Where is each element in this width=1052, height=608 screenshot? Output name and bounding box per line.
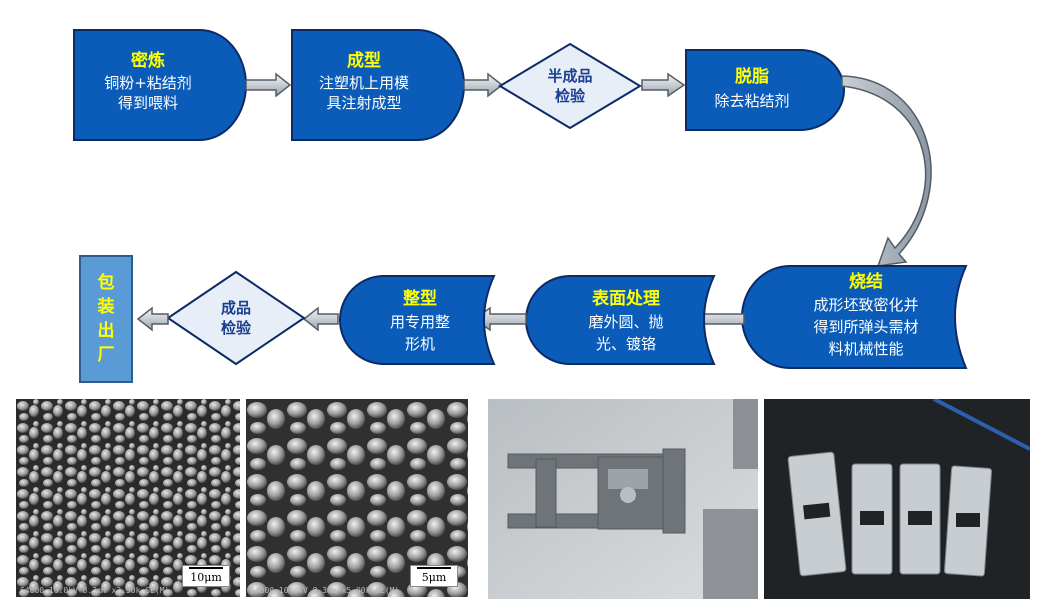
node-inspect1-line2: 检验 bbox=[555, 87, 586, 105]
node-inspect2-line2: 检验 bbox=[221, 319, 252, 337]
node-milling-line2: 得到喂料 bbox=[118, 94, 178, 112]
node-sintering-line2: 得到所弹头需材 bbox=[813, 318, 918, 336]
node-shipping-char3: 出 bbox=[98, 320, 115, 341]
node-shipping-shape bbox=[79, 255, 133, 383]
node-milling-title: 密炼 bbox=[131, 50, 165, 71]
node-inspect1-line1: 半成品 bbox=[547, 67, 592, 85]
sem-image-low-mag: 10μm S4800 10.0kV 8.3mm x2.50k SE(M) bbox=[16, 399, 240, 597]
node-sintering-title: 烧结 bbox=[849, 271, 883, 292]
node-shipping-char2: 装 bbox=[97, 296, 115, 317]
node-surface-shape bbox=[525, 275, 716, 365]
node-shipping-char1: 包 bbox=[98, 272, 115, 293]
node-milling-line1: 铜粉+粘结剂 bbox=[104, 74, 192, 92]
node-molding-line1: 注塑机上用模 bbox=[319, 74, 409, 92]
node-molding-title: 成型 bbox=[347, 50, 381, 71]
node-surface-line2: 光、镀铬 bbox=[596, 335, 656, 353]
sem-caption-2: S4800 10.0kV 8.3mm x5.00k SE(M) bbox=[250, 586, 400, 595]
arrow-debinding-to-sintering bbox=[841, 75, 932, 267]
arrow-molding-to-inspect1 bbox=[463, 72, 504, 98]
node-surface-line1: 磨外圆、抛 bbox=[588, 313, 663, 331]
node-shaping-shape bbox=[339, 275, 496, 365]
node-molding-line2: 具注射成型 bbox=[326, 94, 401, 112]
scale-bar-5um: 5μm bbox=[410, 565, 458, 587]
photo-molded-part bbox=[488, 399, 758, 599]
node-inspect1-shape bbox=[498, 42, 642, 130]
scale-bar-10um: 10μm bbox=[182, 565, 230, 587]
arrow-inspect2-to-shipping bbox=[136, 306, 169, 332]
sem-image-high-mag: 5μm S4800 10.0kV 8.3mm x5.00k SE(M) bbox=[246, 399, 468, 597]
node-sintering-shape bbox=[741, 265, 968, 369]
node-sintering-line3: 料机械性能 bbox=[828, 340, 903, 358]
node-debinding-line1: 除去粘结剂 bbox=[714, 92, 789, 110]
photo-finished-parts bbox=[764, 399, 1030, 599]
node-debinding-title: 脱脂 bbox=[735, 66, 769, 87]
node-shaping-title: 整型 bbox=[403, 288, 437, 309]
node-shaping-line2: 形机 bbox=[405, 335, 435, 353]
arrow-inspect1-to-debinding bbox=[641, 72, 686, 98]
sem-caption-1: S4800 10.0kV 8.3mm x2.50k SE(M) bbox=[20, 586, 170, 595]
arrow-shaping-to-inspect2 bbox=[302, 306, 339, 332]
node-debinding-shape bbox=[685, 49, 845, 131]
sem-texture-2 bbox=[246, 399, 468, 597]
sem-texture-1 bbox=[16, 399, 240, 597]
node-shipping-char4: 厂 bbox=[98, 345, 115, 365]
node-surface-title: 表面处理 bbox=[592, 288, 660, 309]
arrow-milling-to-molding bbox=[245, 72, 292, 98]
molded-part-drawing bbox=[488, 399, 758, 599]
finished-parts-drawing bbox=[764, 399, 1030, 599]
node-inspect2-shape bbox=[166, 270, 306, 366]
node-inspect2-line1: 成品 bbox=[221, 299, 251, 317]
node-sintering-line1: 成形坯致密化并 bbox=[813, 296, 918, 314]
node-shaping-line1: 用专用整 bbox=[390, 313, 450, 331]
